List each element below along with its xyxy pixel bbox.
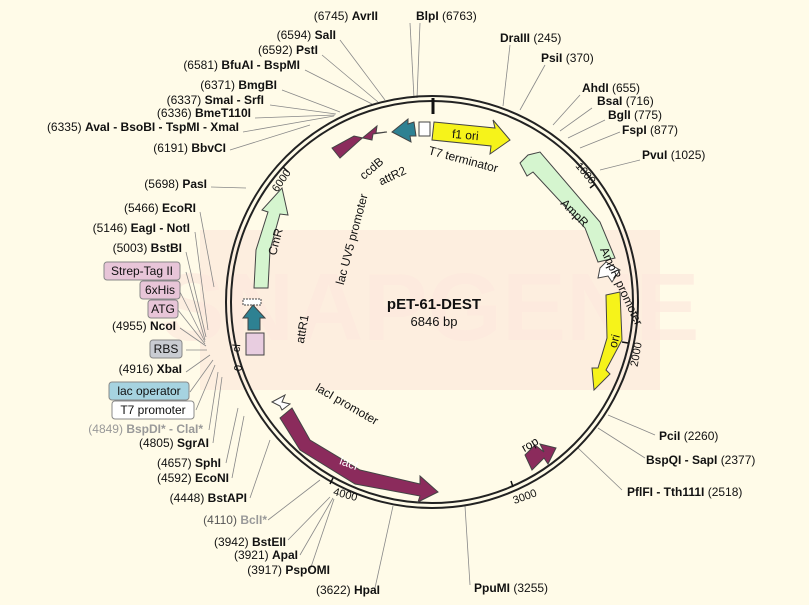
scale-ticks	[282, 166, 629, 488]
feature-CmR-label: CmR	[265, 226, 286, 256]
site-AhdI[interactable]: AhdI (655)	[582, 81, 640, 95]
site-FspI[interactable]: FspI (877)	[622, 123, 678, 137]
tag-t7prom-label: T7 promoter	[120, 403, 185, 417]
tag-his-label: 6xHis	[145, 283, 175, 297]
site-XbaI[interactable]: (4916) XbaI	[119, 362, 182, 376]
tag-rbs-label: RBS	[154, 342, 179, 356]
feature-ori-arrow[interactable]	[591, 291, 623, 392]
site-BstEII[interactable]: (3942) BstEII	[214, 535, 286, 549]
feature-attR1-arrow[interactable]	[241, 304, 267, 331]
site-PpuMI[interactable]: PpuMI (3255)	[474, 581, 548, 595]
site-PstI[interactable]: (6592) PstI	[258, 43, 318, 57]
site-EcoNI[interactable]: (4592) EcoNI	[157, 471, 229, 485]
tag-rbs-box[interactable]	[149, 339, 183, 359]
feature-lacI-arrow[interactable]	[279, 407, 439, 503]
site-SgrAI[interactable]: (4805) SgrAI	[139, 436, 209, 450]
tick-label-0: 0	[233, 364, 245, 371]
feature-f1ori-arrow[interactable]	[431, 119, 511, 156]
site-PasI[interactable]: (5698) PasI	[144, 177, 207, 191]
tick-label-2000: 2000	[629, 341, 645, 367]
feature-ori-label: ori	[606, 333, 623, 350]
tag-strep-label: Strep-Tag II	[111, 264, 173, 278]
feature-AmpR-promoter[interactable]	[597, 261, 621, 283]
site-SalI[interactable]: (6594) SalI	[277, 28, 336, 42]
site-ApaI[interactable]: (3921) ApaI	[234, 548, 298, 562]
site-BmgBI[interactable]: (6371) BmgBI	[200, 78, 277, 92]
site-BclI[interactable]: (4110) BclI*	[203, 513, 267, 527]
feature-attR2-arrow[interactable]	[391, 117, 417, 143]
site-BstBI[interactable]: (5003) BstBI	[113, 241, 182, 255]
site-SmaI[interactable]: (6337) SmaI - SrfI	[167, 93, 264, 107]
site-AvaI[interactable]: (6335) AvaI - BsoBI - TspMI - XmaI	[47, 120, 239, 134]
site-EagI[interactable]: (5146) EagI - NotI	[93, 221, 190, 235]
backbone-outer	[225, 95, 639, 509]
site-PflFI[interactable]: PflFI - Tth111I (2518)	[627, 485, 742, 499]
feature-attR1-label: attR1	[293, 313, 312, 344]
site-BglI[interactable]: BglI (775)	[608, 108, 662, 122]
site-PvuI[interactable]: PvuI (1025)	[642, 148, 705, 162]
tag-atg-label: ATG	[151, 302, 175, 316]
tag-strep-box[interactable]	[103, 261, 181, 281]
feature-t7term-label: T7 terminator	[427, 143, 500, 175]
plasmid-length: 6846 bp	[411, 314, 458, 329]
site-BfuAI[interactable]: (6581) BfuAI - BspMI	[183, 58, 300, 72]
watermark-box	[200, 230, 660, 390]
site-PciI[interactable]: PciI (2260)	[659, 429, 718, 443]
site-NcoI[interactable]: (4955) NcoI	[112, 319, 176, 333]
site-BbvCI[interactable]: (6191) BbvCI	[153, 141, 226, 155]
site-PspOMI[interactable]: (3917) PspOMI	[247, 563, 330, 577]
feature-lacIprom-arrow[interactable]	[270, 393, 292, 411]
site-BstAPI[interactable]: (4448) BstAPI	[170, 491, 247, 505]
site-PsiI[interactable]: PsiI (370)	[541, 51, 594, 65]
feature-cl-label: cl	[231, 344, 244, 353]
feature-ccdB-arrow[interactable]	[331, 124, 388, 159]
tag-lacop-box[interactable]	[108, 381, 190, 401]
feature-rop-arrow[interactable]	[524, 443, 557, 471]
feature-f1ori-label: f1 ori	[451, 127, 479, 143]
tag-t7prom-box[interactable]	[111, 400, 195, 420]
site-EcoRI[interactable]: (5466) EcoRI	[124, 201, 196, 215]
leader-lines	[177, 22, 656, 589]
feature-t7term-box[interactable]	[418, 121, 431, 137]
site-HpaI[interactable]: (3622) HpaI	[316, 583, 380, 597]
plasmid-name: pET-61-DEST	[387, 296, 481, 313]
site-DraIII[interactable]: DraIII (245)	[500, 31, 561, 45]
feature-lacI-label: lacI	[338, 454, 360, 474]
site-BspQI[interactable]: BspQI - SapI (2377)	[646, 453, 755, 467]
site-SphI[interactable]: (4657) SphI	[157, 456, 221, 470]
tick-label-4000: 4000	[332, 486, 359, 504]
feature-lacUV5-marker[interactable]	[242, 298, 262, 306]
site-BmeT110I[interactable]: (6336) BmeT110I	[157, 106, 251, 120]
tag-atg-box[interactable]	[147, 299, 179, 319]
site-AvrII[interactable]: (6745) AvrII	[314, 9, 378, 23]
site-BlpI[interactable]: BlpI (6763)	[416, 9, 477, 23]
tag-his-box[interactable]	[139, 280, 181, 300]
feature-AmpR-arrow[interactable]	[519, 151, 616, 263]
site-BspDI[interactable]: (4849) BspDI* - ClaI*	[88, 422, 203, 436]
site-BsaI[interactable]: BsaI (716)	[597, 94, 654, 108]
feature-CmR-arrow[interactable]	[253, 186, 289, 289]
feature-tags-block[interactable]	[245, 332, 265, 356]
tag-lacop-label: lac operator	[117, 384, 180, 398]
